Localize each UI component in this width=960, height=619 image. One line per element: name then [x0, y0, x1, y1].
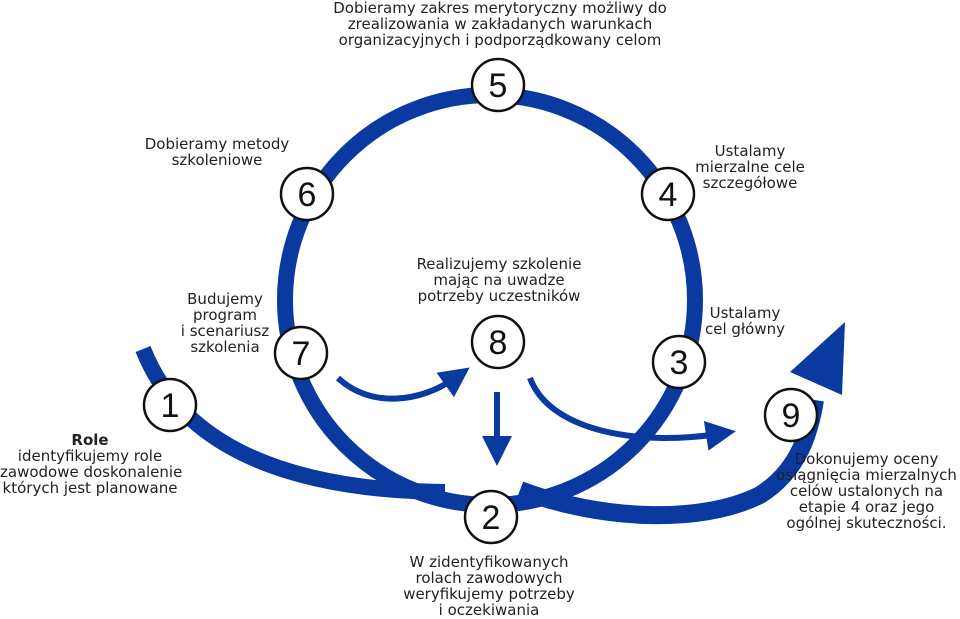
node-6: 6	[279, 166, 335, 222]
node-3-number: 3	[670, 344, 689, 382]
label-line: ogólnej skuteczności.	[786, 514, 947, 532]
label-line: W zidentyfikowanych	[409, 553, 569, 571]
label-line: Ustalamy	[709, 304, 781, 322]
label-line: Realizujemy szkolenie	[416, 255, 582, 273]
node-2-circle	[463, 489, 519, 545]
label-line: szczegółowe	[702, 174, 798, 192]
label-line: mając na uwadze	[433, 271, 565, 289]
node-1: 1	[142, 377, 198, 433]
label-line: etapie 4 oraz jego	[798, 498, 935, 516]
label-step-7: Budujemy program i scenariusz szkolenia	[172, 291, 278, 355]
label-line: zawodowe doskonalenie	[0, 463, 183, 481]
node-5-number: 5	[489, 67, 508, 105]
label-line: szkolenia	[190, 338, 260, 356]
node-5-circle	[470, 57, 526, 113]
node-7: 7	[273, 325, 329, 381]
label-step-5: Dobieramy zakres merytoryczny możliwy do…	[300, 0, 700, 48]
label-line: szkoleniowe	[171, 151, 263, 169]
label-line: Dokonujemy oceny	[794, 450, 939, 468]
node-1-circle	[142, 377, 198, 433]
node-8: 8	[470, 314, 526, 370]
label-heading: Role	[71, 431, 109, 449]
node-1-number: 1	[161, 387, 180, 425]
label-step-4: Ustalamy mierzalne cele szczegółowe	[680, 143, 820, 191]
label-line: których jest planowane	[2, 479, 178, 497]
node-4-number: 4	[659, 176, 678, 214]
label-line: i scenariusz	[180, 322, 270, 340]
label-line: cel główny	[704, 320, 786, 338]
arrow-8-to-9	[527, 376, 736, 451]
label-step-6: Dobieramy metody szkoleniowe	[127, 136, 307, 168]
arrow-head-large	[790, 322, 845, 395]
node-9-circle	[763, 387, 819, 443]
node-2: 2	[463, 489, 519, 545]
label-line: osiągnięcia mierzalnych	[776, 466, 957, 484]
node-8-number: 8	[489, 324, 508, 362]
label-line: Ustalamy	[714, 142, 786, 160]
label-step-2: W zidentyfikowanych rolach zawodowych we…	[389, 554, 589, 618]
label-step-9: Dokonujemy oceny osiągnięcia mierzalnych…	[773, 451, 960, 531]
node-4: 4	[640, 166, 696, 222]
node-9: 9	[763, 387, 819, 443]
label-step-1: Role identyfikujemy role zawodowe doskon…	[0, 431, 183, 497]
node-2-number: 2	[482, 499, 501, 537]
node-7-number: 7	[292, 335, 311, 373]
label-line: weryfikujemy potrzeby	[403, 585, 575, 603]
arrow-7-to-8	[335, 367, 470, 402]
label-line: rolach zawodowych	[415, 569, 563, 587]
label-step-3: Ustalamy cel główny	[695, 305, 795, 337]
label-line: mierzalne cele	[695, 158, 805, 176]
label-line: program	[192, 306, 258, 324]
label-line: Dobieramy zakres merytoryczny możliwy do	[333, 0, 667, 17]
node-5: 5	[470, 57, 526, 113]
label-step-8: Realizujemy szkolenie mając na uwadze po…	[399, 256, 599, 304]
node-6-circle	[279, 166, 335, 222]
label-line: Budujemy	[187, 290, 263, 308]
node-4-circle	[640, 166, 696, 222]
node-6-number: 6	[298, 176, 317, 214]
node-9-number: 9	[782, 397, 801, 435]
label-line: Dobieramy metody	[144, 135, 290, 153]
label-line: zrealizowania w zakładanych warunkach	[347, 15, 653, 33]
label-line: organizacyjnych i podporządkowany celom	[338, 31, 662, 49]
node-3: 3	[651, 334, 707, 390]
label-line: potrzeby uczestników	[417, 287, 581, 305]
label-line: identyfikujemy role	[17, 447, 163, 465]
node-7-circle	[273, 325, 329, 381]
label-line: celów ustalonych na	[789, 482, 944, 500]
node-3-circle	[651, 334, 707, 390]
label-line: i oczekiwania	[438, 601, 540, 619]
node-8-circle	[470, 314, 526, 370]
